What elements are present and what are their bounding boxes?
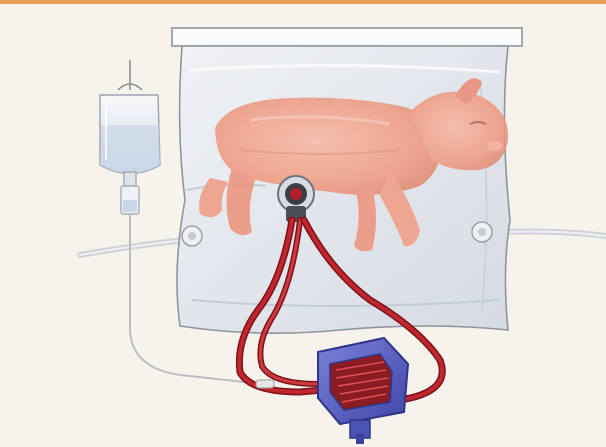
tube-connector <box>256 380 274 388</box>
drip-chamber <box>121 172 139 214</box>
bag-port-left <box>182 226 202 246</box>
top-band <box>0 0 606 4</box>
bag-port-right <box>472 222 492 242</box>
